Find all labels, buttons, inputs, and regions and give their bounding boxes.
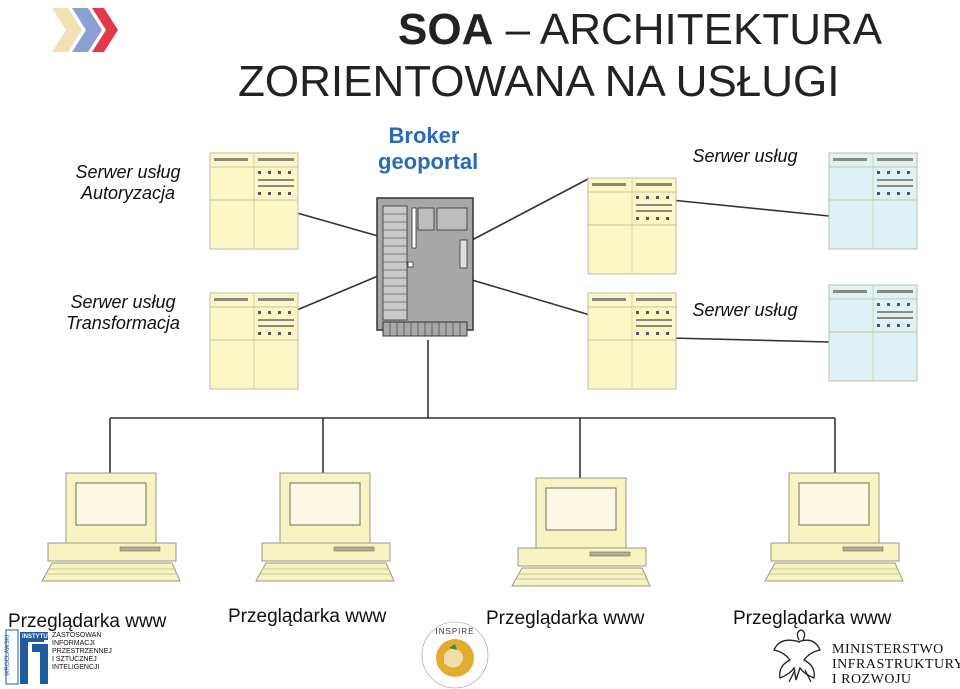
broker-server (376, 197, 474, 337)
server-authorization (209, 152, 299, 250)
institute-name: ZASTOSOWAŃ INFORMACJI PRZESTRZENNEJ I SZ… (52, 632, 112, 671)
server-service-bottom-label: Serwer usług (692, 300, 798, 320)
institute-vertical-text: WROCŁAWSKI (5, 634, 11, 676)
browser-label-4: Przeglądarka www (733, 608, 892, 629)
client-computer-1 (41, 472, 181, 582)
server-service-bottom-yellow (587, 292, 677, 390)
eagle-emblem-icon (773, 629, 821, 683)
server-service-top-label: Serwer usług (692, 146, 798, 166)
connection-lines (109, 178, 836, 478)
client-computer-3 (511, 477, 651, 587)
page-title-line1: SOA – ARCHITEKTURA (398, 5, 883, 54)
server-service-top-blue (828, 152, 918, 250)
inspire-seal-icon (421, 621, 489, 689)
institute-badge-text: INSTYTUT (22, 634, 52, 640)
server-service-bottom-blue (828, 284, 918, 382)
client-computer-4 (764, 472, 904, 582)
broker-label: Broker geoportal (378, 123, 479, 174)
client-computer-2 (255, 472, 395, 582)
browser-label-3: Przeglądarka www (486, 608, 645, 629)
ministry-name: MINISTERSTWO INFRASTRUKTURY I ROZWOJU (832, 642, 960, 687)
institute-logo-icon (5, 629, 48, 685)
inspire-text: INSPIRE (435, 627, 475, 636)
browser-label-1: Przeglądarka www (8, 611, 167, 632)
server-transformation (209, 292, 299, 390)
server-transformation-label: Serwer usług Transformacja (66, 292, 180, 333)
browser-label-2: Przeglądarka www (228, 606, 387, 627)
server-authorization-label: Serwer usług Autoryzacja (75, 162, 181, 203)
chevron-logo-icon (52, 8, 118, 52)
server-service-top-yellow (587, 177, 677, 275)
page-title-line2: ZORIENTOWANA NA USŁUGI (238, 57, 840, 106)
